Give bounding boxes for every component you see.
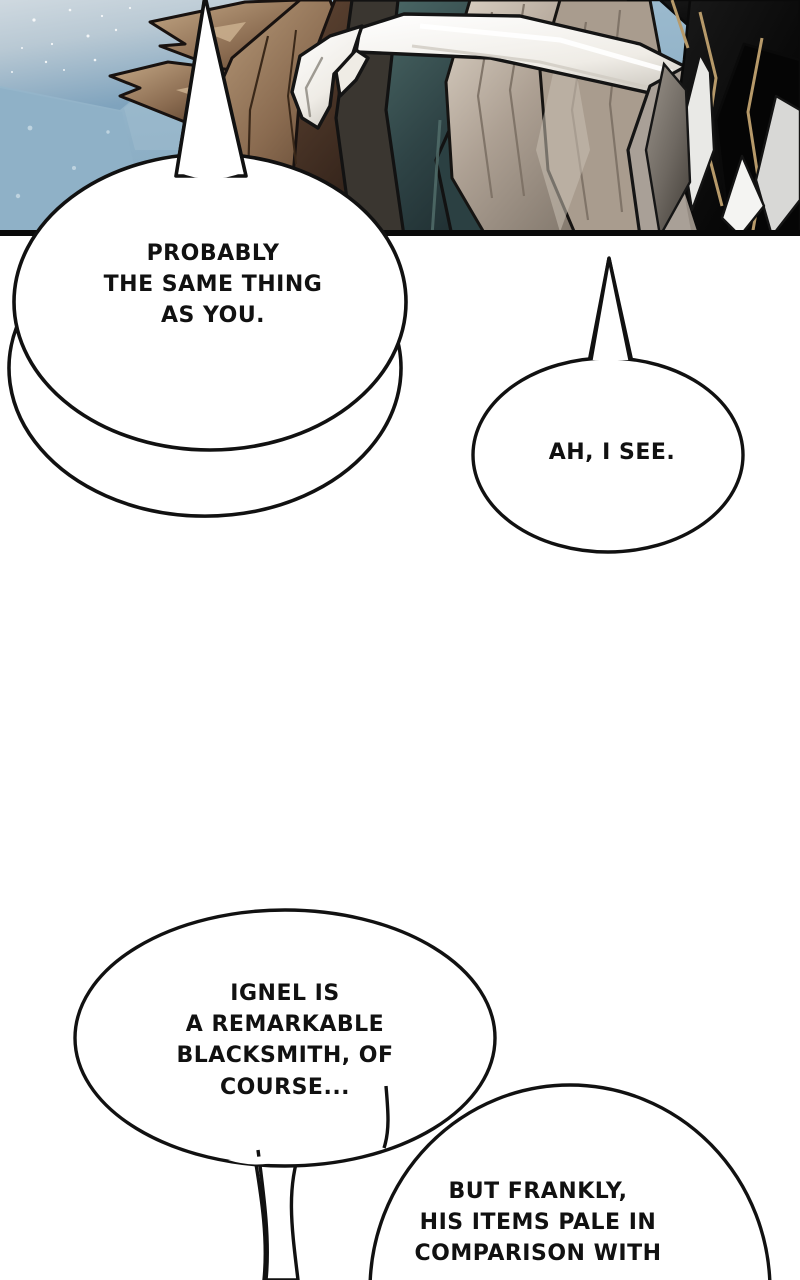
bubble-4-text: BUT FRANKLY, HIS ITEMS PALE IN COMPARISO… xyxy=(414,1179,662,1267)
bubble-1-text: PROBABLY THE SAME THING AS YOU. xyxy=(103,241,323,329)
bubble-2-shape xyxy=(471,256,745,554)
comic-art-illustration xyxy=(0,0,800,236)
bubble-2-text: AH, I SEE. xyxy=(548,440,676,465)
bubble-3-text: IGNEL IS A REMARKABLE BLACKSMITH, OF COU… xyxy=(176,981,394,1100)
comic-art-panel xyxy=(0,0,800,236)
